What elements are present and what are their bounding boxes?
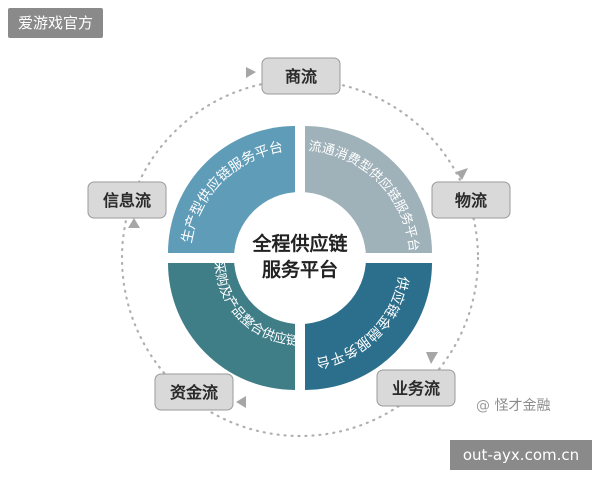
arrow-to-shangliu-icon xyxy=(246,67,256,78)
arrow-to-xinxiliu-icon xyxy=(128,218,140,228)
arrow-to-wuliu-icon xyxy=(456,168,468,180)
node-shangliu: 商流 xyxy=(261,57,341,95)
top-source-label: 爱游戏官方 xyxy=(8,8,104,38)
arrow-to-zijinliu-icon xyxy=(236,396,246,408)
svg-text:商流: 商流 xyxy=(285,67,317,86)
cycle-dotted-ring xyxy=(120,78,480,438)
arrow-to-yewuliu-icon xyxy=(426,352,438,364)
node-wuliu: 物流 xyxy=(431,181,511,219)
watermark: @ 怪才金融 xyxy=(476,395,550,415)
watermark-logo-icon: @ xyxy=(476,398,490,414)
center-title-line2: 服务平台 xyxy=(262,258,338,281)
svg-text:信息流: 信息流 xyxy=(103,191,151,210)
node-yewuliu: 业务流 xyxy=(376,369,456,407)
svg-text:资金流: 资金流 xyxy=(170,383,218,402)
center-circle xyxy=(234,192,366,324)
node-xinxiliu: 信息流 xyxy=(87,181,167,219)
svg-text:业务流: 业务流 xyxy=(392,379,440,398)
center-title-line1: 全程供应链 xyxy=(251,232,347,255)
bottom-source-label: out-ayx.com.cn xyxy=(450,440,592,470)
watermark-text: 怪才金融 xyxy=(494,398,551,414)
node-zijinliu: 资金流 xyxy=(154,373,234,411)
svg-text:物流: 物流 xyxy=(455,191,487,210)
